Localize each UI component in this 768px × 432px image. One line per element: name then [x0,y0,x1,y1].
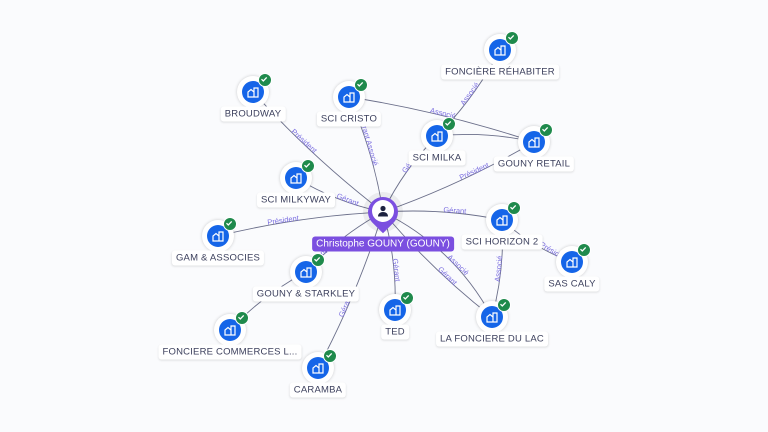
building-icon [242,81,264,103]
company-label[interactable]: SCI MILKYWAY [257,192,335,208]
company-label[interactable]: SCI CRISTO [316,111,382,127]
edge-label: Gérant [443,205,467,216]
company-node-horizon[interactable] [486,201,521,236]
company-node-commerces[interactable] [214,311,249,346]
building-icon [481,306,503,328]
building-icon [338,86,360,108]
company-label[interactable]: BROUDWAY [220,106,286,122]
verified-check-icon [507,201,521,215]
building-icon [491,209,513,231]
edge-scicristo-gounyretail [348,96,535,143]
verified-check-icon [442,117,456,131]
edge-label: Associé [458,81,481,108]
verified-check-icon [400,291,414,305]
verified-check-icon [577,243,591,257]
building-icon [207,225,229,247]
company-node-milkyway[interactable] [280,159,315,194]
edge-label: Président [267,213,301,227]
verified-check-icon [539,123,553,137]
company-label[interactable]: SAS CALY [544,276,600,292]
company-node-starkley[interactable] [290,253,325,288]
company-node-scimilka[interactable] [421,117,456,152]
building-icon [561,251,583,273]
company-label[interactable]: LA FONCIERE DU LAC [436,331,548,347]
company-node-lac[interactable] [476,298,511,333]
company-label[interactable]: GOUNY RETAIL [493,156,575,172]
company-node-sascaly[interactable] [556,243,591,278]
verified-check-icon [301,159,315,173]
center-person-node[interactable] [361,190,405,234]
edge-label: Gérant [335,191,360,208]
verified-check-icon [258,73,272,87]
edge-center-gam [217,211,384,237]
company-node-broudway[interactable] [237,73,272,108]
edge-label: Gérant [391,258,403,283]
verified-check-icon [323,349,337,363]
company-node-ted[interactable] [379,291,414,326]
verified-check-icon [311,253,325,267]
company-label[interactable]: FONCIÈRE RÉHABITER [441,64,559,80]
verified-check-icon [223,217,237,231]
building-icon [426,125,448,147]
building-icon [489,39,511,61]
center-person-label: Christophe GOUNY (GOUNY) [312,236,454,252]
edge-center-lac [382,211,493,318]
company-node-gam[interactable] [202,217,237,252]
building-icon [295,261,317,283]
company-node-scicristo[interactable] [333,78,368,113]
company-node-gounyretail[interactable] [518,123,553,158]
building-icon [219,319,241,341]
verified-check-icon [497,298,511,312]
verified-check-icon [354,78,368,92]
edge-center-gounyretail [382,141,535,213]
building-icon [523,131,545,153]
company-label[interactable]: CARAMBA [289,382,347,398]
company-label[interactable]: GOUNY & STARKLEY [252,286,360,302]
company-label[interactable]: GAM & ASSOCIES [171,250,265,266]
company-label[interactable]: TED [381,324,409,340]
company-label[interactable]: FONCIERE COMMERCES L... [158,344,302,360]
edge-label: Président [289,127,319,156]
verified-check-icon [505,31,519,45]
edge-center-lac [382,211,493,318]
company-label[interactable]: SCI MILKA [408,150,466,166]
company-node-rehabiter[interactable] [484,31,519,66]
verified-check-icon [235,311,249,325]
company-label[interactable]: SCI HORIZON 2 [461,234,543,250]
company-node-caramba[interactable] [302,349,337,384]
building-icon [285,167,307,189]
building-icon [384,299,406,321]
edge-label: Associé [493,255,505,282]
building-icon [307,357,329,379]
person-icon [378,205,388,217]
